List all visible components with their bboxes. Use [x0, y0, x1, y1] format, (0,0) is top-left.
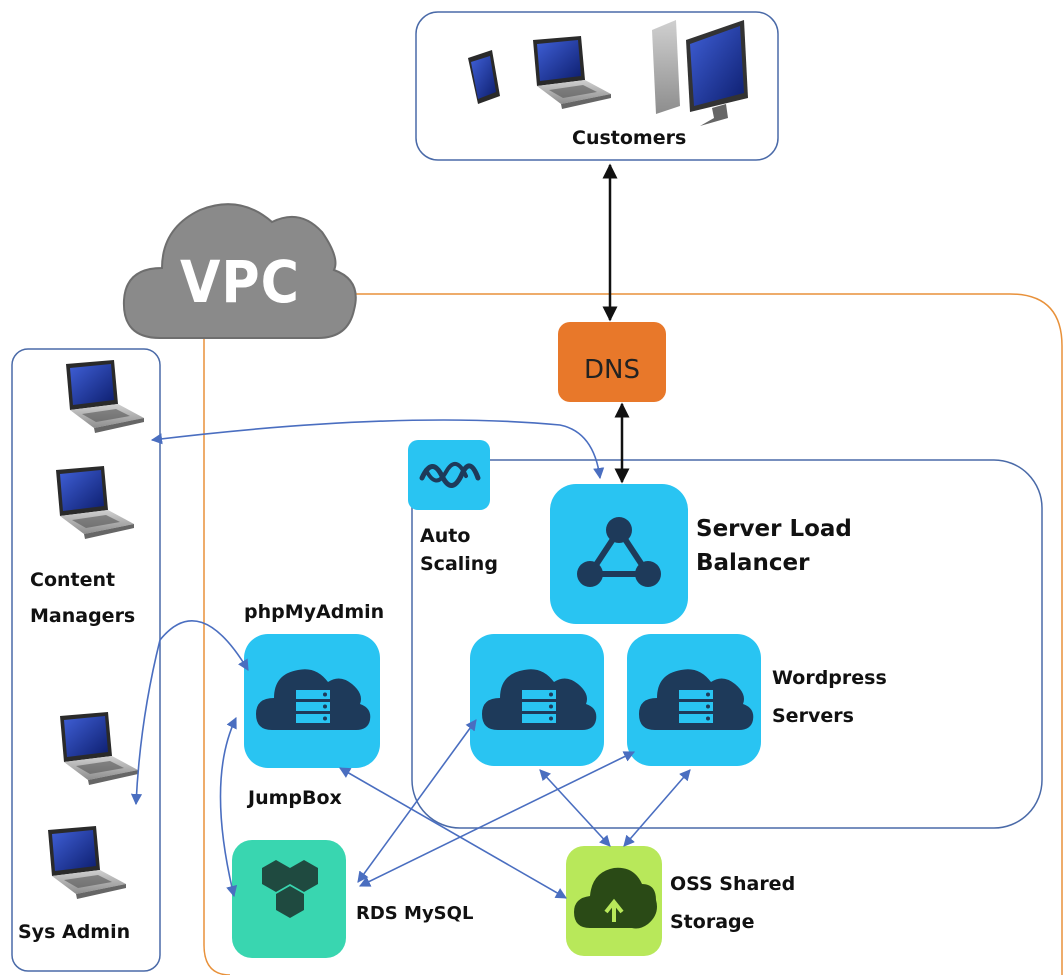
load-balancer-icon — [550, 484, 688, 624]
wordpress-server-icon — [627, 634, 761, 766]
auto-scaling-group — [411, 459, 1043, 829]
rds-mysql-label: RDS MySQL — [356, 903, 474, 924]
wordpress-server-icon — [470, 634, 604, 766]
wordpress-servers-label-line2: Servers — [772, 705, 854, 727]
vpc-label: VPC — [180, 248, 300, 316]
auto-scaling-label-line2: Scaling — [420, 553, 498, 575]
slb-label-line2: Balancer — [696, 550, 810, 576]
oss-label-line2: Storage — [670, 911, 755, 933]
dns-label: DNS — [584, 355, 640, 385]
slb-label-line1: Server Load — [696, 516, 852, 542]
auto-scaling-icon — [408, 440, 490, 510]
content-managers-slb-link — [150, 419, 605, 480]
desktop-computer-icon — [652, 20, 748, 126]
phpmyadmin-label: phpMyAdmin — [244, 601, 385, 623]
jumpbox-label: JumpBox — [248, 787, 342, 809]
auto-scaling-label-line1: Auto — [420, 525, 471, 547]
oss-storage-icon — [566, 846, 662, 956]
customers-label: Customers — [572, 127, 687, 149]
wordpress1-oss-link — [539, 769, 611, 847]
jumpbox-server-icon — [244, 634, 380, 768]
sys-admin-label: Sys Admin — [18, 921, 131, 943]
wordpress-servers-label-line1: Wordpress — [772, 667, 887, 689]
rds-mysql-icon — [232, 840, 346, 958]
tablet-icon — [468, 50, 500, 104]
sysadmin-jumpbox-link — [130, 620, 249, 806]
oss-label-line1: OSS Shared — [670, 873, 796, 895]
content-managers-label-line1: Content — [30, 569, 116, 591]
wordpress2-oss-link — [623, 769, 691, 847]
jumpbox-rds-link — [219, 716, 238, 898]
dns-icon — [558, 322, 666, 402]
vpc-cloud-icon — [122, 203, 357, 339]
content-managers-label-line2: Managers — [30, 605, 136, 627]
